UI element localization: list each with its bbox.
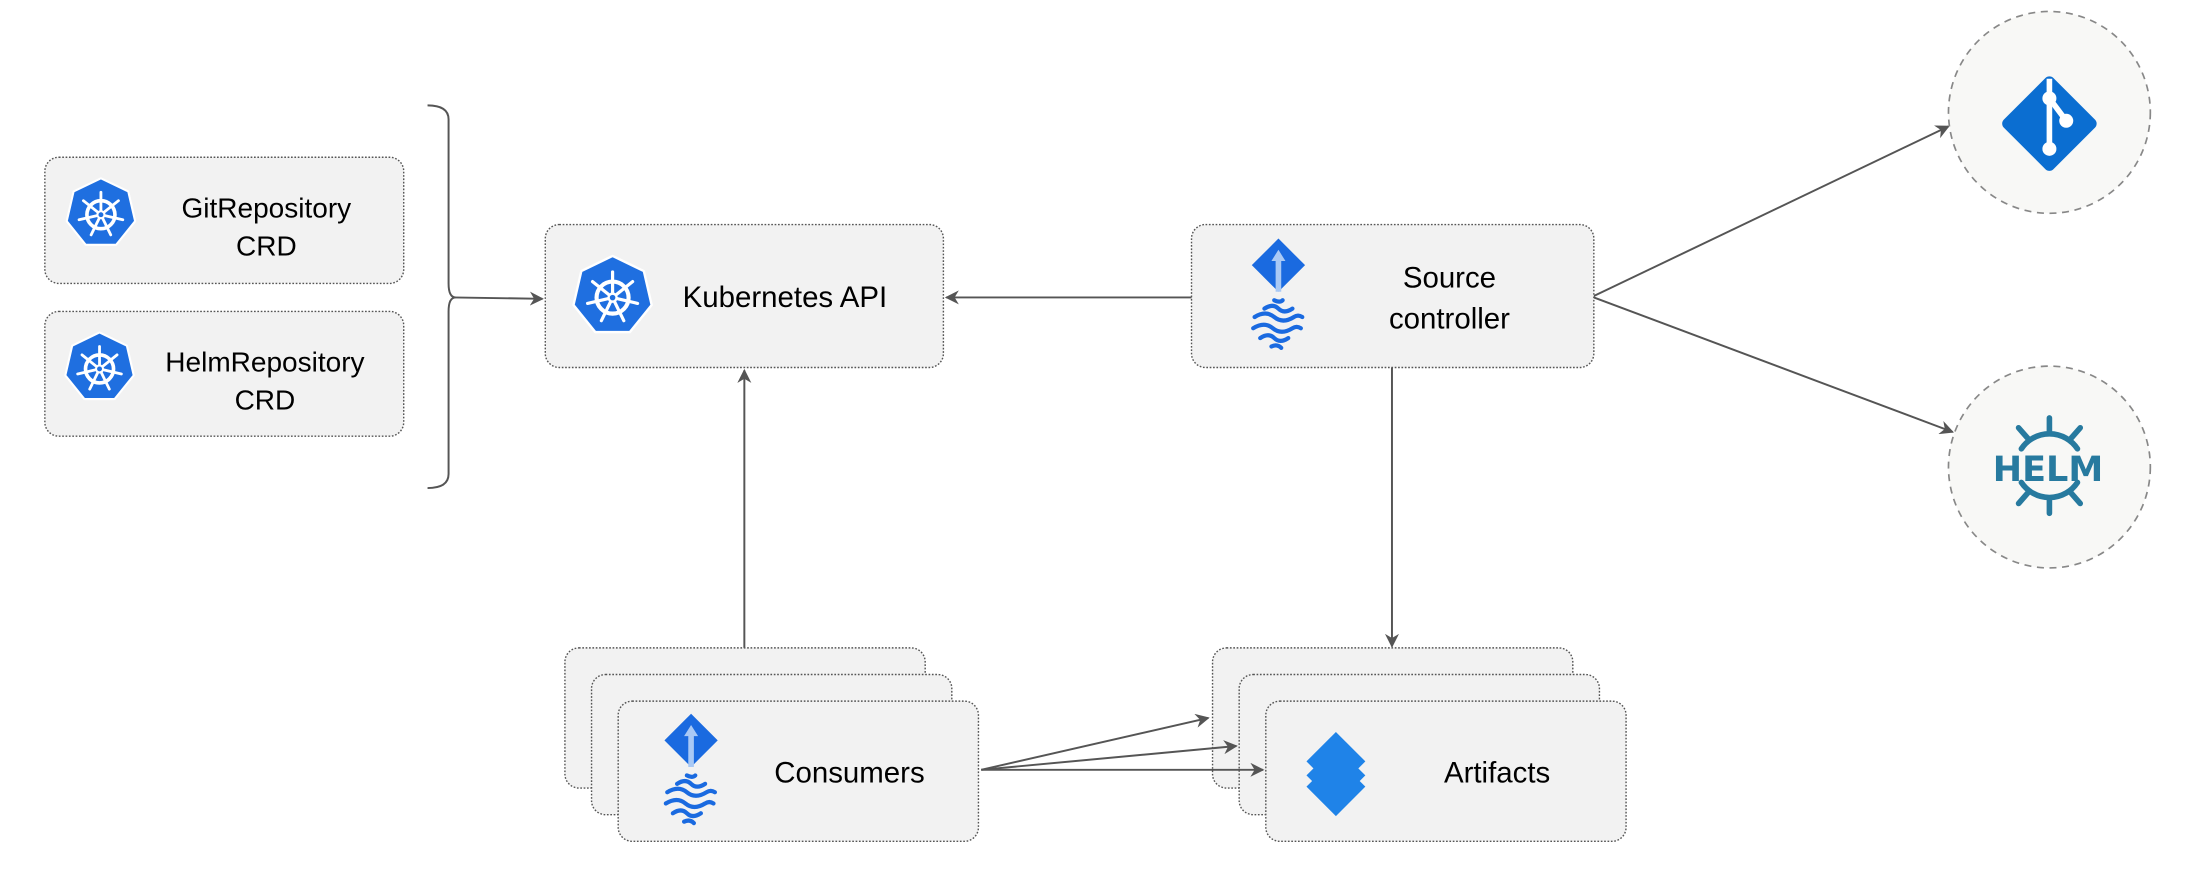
node-label: Source — [1403, 262, 1496, 295]
edge-consumers-to-artifacts-back — [981, 713, 1210, 771]
edge-consumers-to-artifacts-middle — [981, 740, 1238, 771]
node-label: Artifacts — [1444, 756, 1550, 789]
helm-logo-text: HELM — [1993, 449, 2103, 490]
edge-source-controller-to-git — [1593, 125, 1950, 297]
node-label: Consumers — [774, 756, 924, 789]
node-label: CRD — [236, 230, 297, 261]
node-git-repository-crd[interactable]: GitRepository CRD — [44, 156, 405, 285]
edge-source-controller-to-helm — [1593, 296, 1955, 435]
node-source-controller[interactable]: Source controller — [1190, 223, 1595, 369]
node-artifacts[interactable]: Artifacts — [1211, 647, 1627, 843]
node-consumers[interactable]: Consumers — [564, 647, 980, 843]
node-kubernetes-api[interactable]: Kubernetes API — [544, 223, 945, 369]
edge-crds-to-kubernetes-api — [452, 291, 544, 306]
node-label: GitRepository — [181, 193, 351, 224]
node-helm[interactable]: HELM — [1947, 365, 2152, 569]
artifact-card-front — [1265, 700, 1627, 843]
node-label: controller — [1389, 302, 1510, 335]
node-label: CRD — [235, 385, 296, 416]
node-helm-repository-crd[interactable]: HelmRepository CRD — [44, 310, 405, 437]
node-label: Kubernetes API — [683, 281, 887, 314]
crd-bracket — [427, 104, 456, 490]
node-git[interactable] — [1947, 10, 2152, 215]
node-label: HelmRepository — [165, 347, 364, 378]
